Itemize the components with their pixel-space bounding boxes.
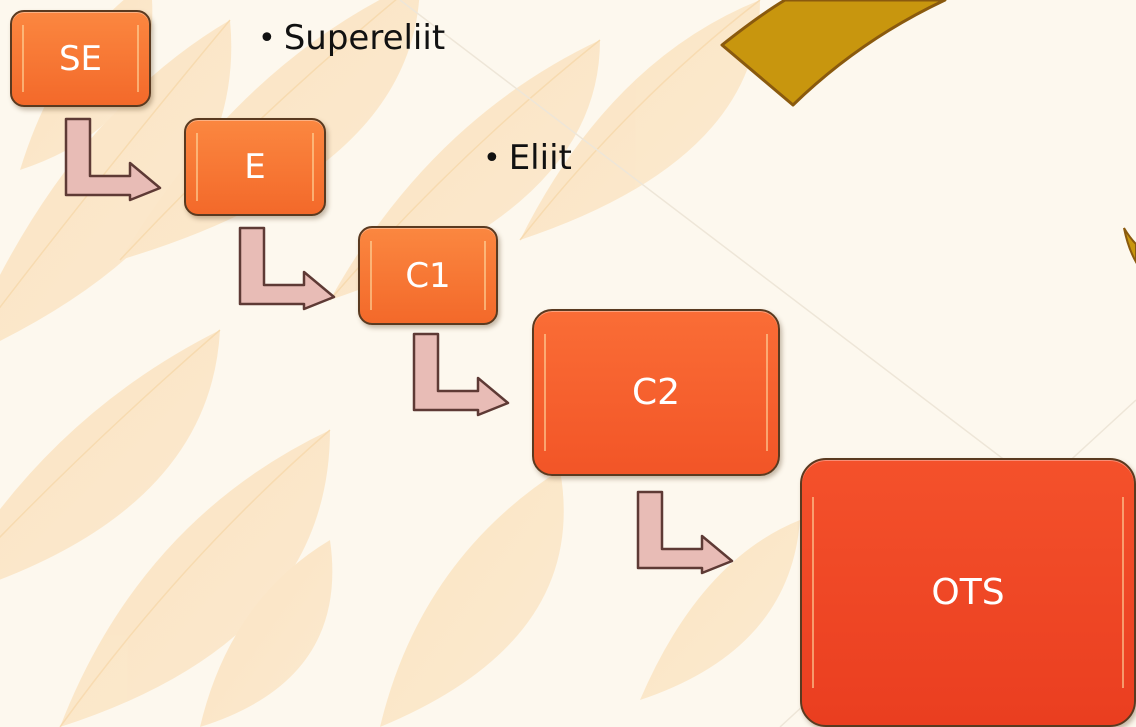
stage-box-c2: C2 bbox=[532, 309, 780, 476]
stage-label-c2: C2 bbox=[631, 372, 681, 413]
bullet-text: Eliit bbox=[508, 138, 572, 178]
stage-label-ots: OTS bbox=[931, 572, 1005, 613]
stage-box-c1: C1 bbox=[358, 226, 498, 325]
elbow-arrow-c2-to-ots bbox=[636, 490, 734, 575]
bullet-glyph: • bbox=[483, 140, 501, 176]
stage-label-c1: C1 bbox=[405, 255, 451, 296]
bullet-supereliit: • Supereliit bbox=[258, 18, 445, 58]
elbow-arrow-c1-to-c2 bbox=[412, 332, 510, 417]
stage-box-e: E bbox=[184, 118, 326, 216]
bullet-glyph: • bbox=[258, 20, 276, 56]
bullet-text: Supereliit bbox=[283, 18, 446, 58]
stage-box-ots: OTS bbox=[800, 458, 1136, 727]
bullet-eliit: • Eliit bbox=[483, 138, 572, 178]
elbow-arrow-e-to-c1 bbox=[238, 226, 336, 311]
gold-swoosh bbox=[720, 0, 947, 107]
gold-swoosh-edge bbox=[1123, 227, 1136, 265]
stage-label-se: SE bbox=[58, 38, 103, 79]
elbow-arrow-se-to-e bbox=[64, 117, 162, 202]
stage-label-e: E bbox=[244, 147, 266, 187]
stage-box-se: SE bbox=[10, 10, 151, 107]
